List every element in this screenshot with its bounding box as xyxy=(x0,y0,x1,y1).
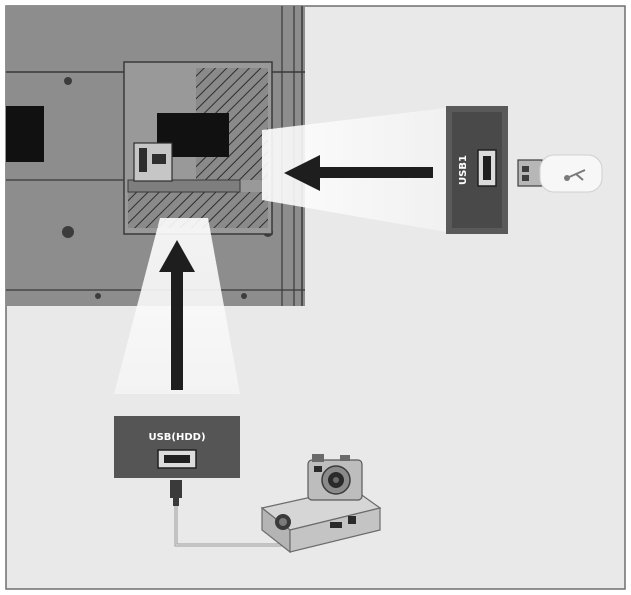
screw-hole xyxy=(62,226,74,238)
arrow-up-icon xyxy=(159,240,195,390)
usb-stick-icon xyxy=(517,154,603,193)
usb1-label: USB1 xyxy=(458,155,469,185)
usb-hdd-port-panel: USB(HDD) xyxy=(114,416,240,478)
screw-hole xyxy=(95,293,101,299)
screw-hole xyxy=(64,77,72,85)
tv-vent-block xyxy=(6,106,44,162)
usb1-port-panel: USB1 xyxy=(446,106,508,234)
usb-hdd-label: USB(HDD) xyxy=(148,432,205,443)
screw-hole xyxy=(241,293,247,299)
connector-bay-inner xyxy=(127,179,241,193)
camera-icon xyxy=(307,454,363,501)
arrow-left-icon xyxy=(284,155,433,191)
